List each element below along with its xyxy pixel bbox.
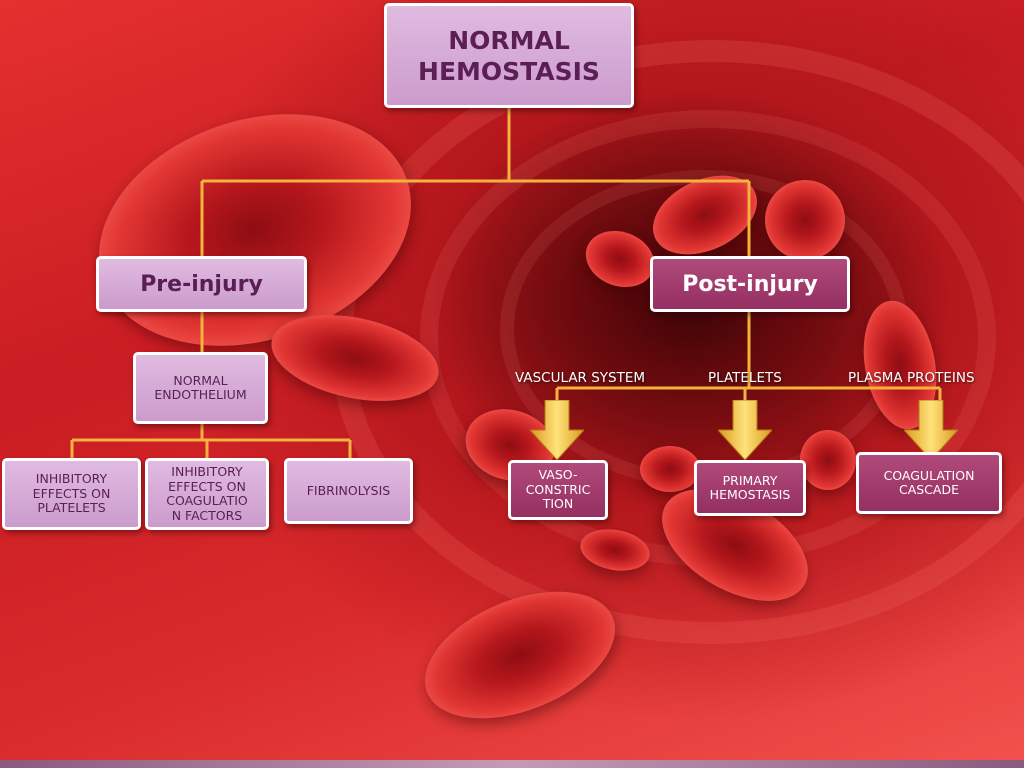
plasma-proteins-label: PLASMA PROTEINS — [848, 370, 975, 386]
pre-injury-node: Pre-injury — [96, 256, 307, 312]
vascular-system-label: VASCULAR SYSTEM — [515, 370, 646, 386]
red-blood-cell-image — [800, 430, 856, 490]
coagulation-cascade-node: COAGULATION CASCADE — [856, 452, 1002, 514]
down-arrow-icon — [904, 400, 958, 460]
inhibit-platelets-node: INHIBITORY EFFECTS ON PLATELETS — [2, 458, 141, 530]
down-arrow-icon — [718, 400, 772, 460]
primary-hemostasis-node: PRIMARY HEMOSTASIS — [694, 460, 806, 516]
red-blood-cell-image — [765, 180, 845, 260]
red-blood-cell-image — [640, 446, 700, 492]
vasoconstriction-node: VASO- CONSTRIC TION — [508, 460, 608, 520]
platelets-label: PLATELETS — [708, 370, 782, 386]
fibrinolysis-node: FIBRINOLYSIS — [284, 458, 413, 524]
root-node: NORMAL HEMOSTASIS — [384, 3, 634, 108]
down-arrow-icon — [530, 400, 584, 460]
normal-endothelium-node: NORMAL ENDOTHELIUM — [133, 352, 268, 424]
inhibit-coagulation-node: INHIBITORY EFFECTS ON COAGULATIO N FACTO… — [145, 458, 269, 530]
slide-bottom-band — [0, 760, 1024, 768]
post-injury-node: Post-injury — [650, 256, 850, 312]
